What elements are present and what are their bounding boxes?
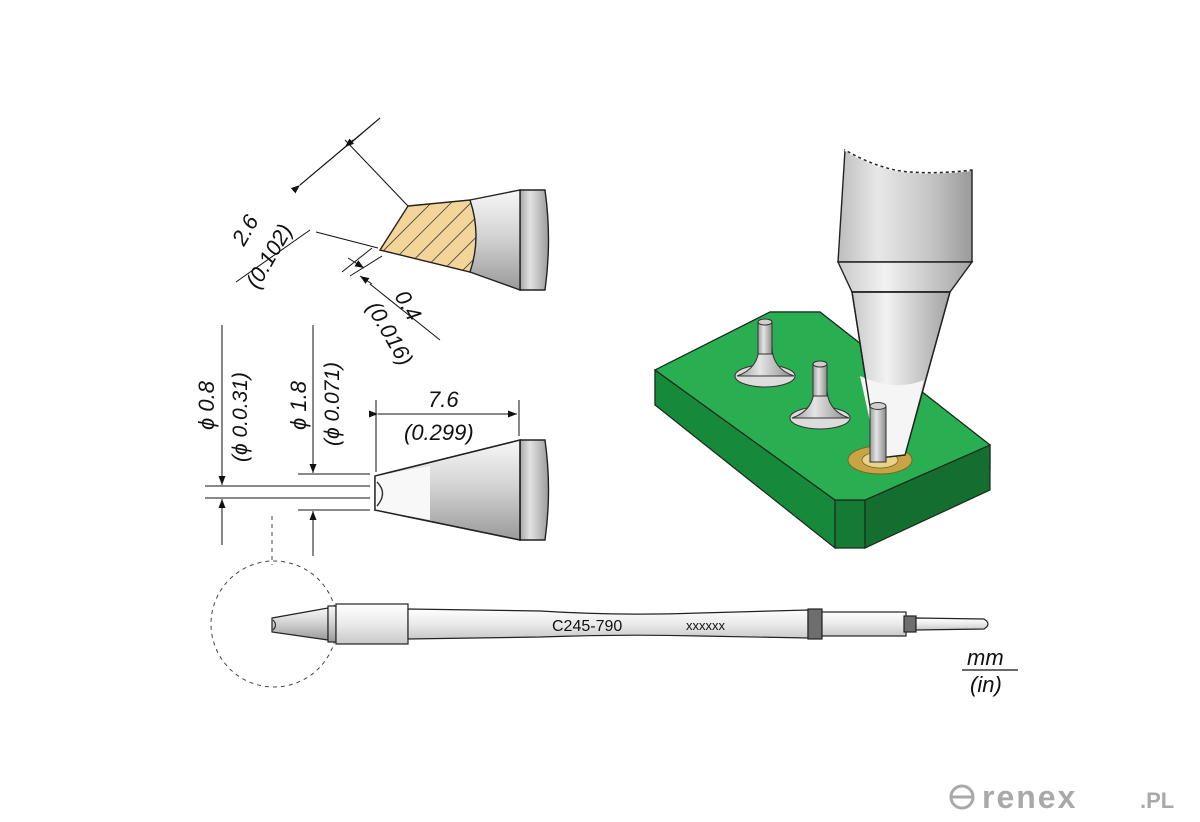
bevel-tip-view	[235, 117, 550, 341]
bevel-width-mm: 2.6	[226, 210, 264, 251]
diameter-tip-mm: ϕ 0.8	[194, 380, 219, 430]
diameter-body-mm: ϕ 1.8	[286, 380, 311, 430]
diameter-tip-in: (ϕ 0.0.31)	[229, 372, 252, 462]
renex-logo-icon	[949, 784, 975, 810]
pcb-illustration	[653, 311, 992, 550]
tip-length-in: (0.299)	[404, 420, 474, 445]
cartridge-serial-label: xxxxxx	[686, 618, 726, 633]
soldering-tip-3d	[836, 148, 974, 463]
diameter-body-in: (ϕ 0.071)	[321, 362, 344, 446]
solder-pin-1	[734, 318, 796, 388]
units-secondary: (in)	[970, 672, 1002, 697]
watermark-brand: renex	[982, 779, 1077, 815]
solder-pin-2	[789, 360, 851, 430]
renex-watermark: renex .PL	[949, 779, 1174, 815]
cartridge-model-label: C245-790	[552, 618, 622, 635]
watermark-suffix: .PL	[1140, 788, 1174, 813]
cartridge-full-view	[210, 560, 989, 688]
tip-length-mm: 7.6	[428, 387, 459, 412]
units-primary: mm	[967, 645, 1004, 670]
tip-side-view	[205, 325, 550, 565]
